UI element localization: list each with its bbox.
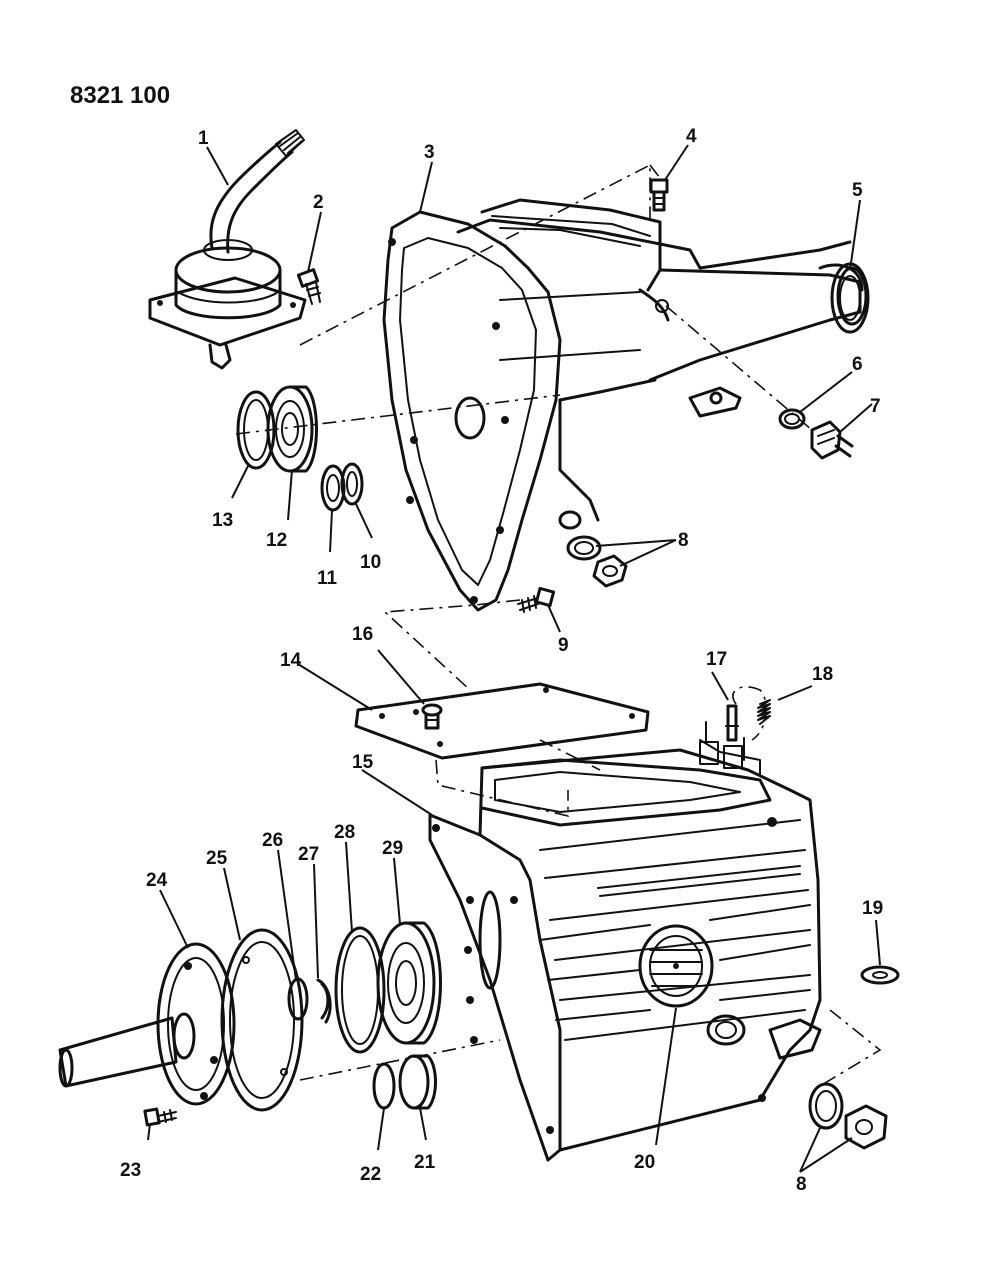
callout-29: 29	[382, 838, 403, 859]
washer-19	[860, 965, 900, 985]
callout-17: 17	[706, 649, 727, 670]
backup-lamp-switch	[810, 420, 854, 460]
dash-switch-axis	[665, 305, 813, 431]
callout-28: 28	[334, 822, 355, 843]
callout-24: 24	[146, 870, 168, 891]
callout-26: 26	[262, 830, 283, 851]
dash-bolt-to-case	[383, 599, 521, 691]
callout-23: 23	[120, 1160, 141, 1181]
callout-7: 7	[870, 396, 881, 417]
lower-drain-plug	[808, 1082, 888, 1150]
callout-19: 19	[862, 898, 883, 919]
leader-lines	[147, 144, 881, 1173]
snap-ring-27	[316, 978, 332, 1024]
callout-3: 3	[424, 142, 435, 163]
seal-11	[320, 464, 346, 512]
top-cover-plate	[354, 682, 650, 760]
callout-20: 20	[634, 1152, 655, 1173]
retainer-gasket	[220, 928, 304, 1112]
ring-22	[372, 1062, 396, 1110]
seal-21	[398, 1054, 437, 1110]
callout-12: 12	[266, 530, 287, 551]
transmission-case	[428, 721, 822, 1162]
callout-15: 15	[352, 752, 374, 773]
callout-6: 6	[852, 354, 863, 375]
shift-lever-assembly	[148, 129, 307, 370]
lever-bolt	[296, 268, 321, 305]
dash-front-axis	[299, 1039, 501, 1081]
callout-5: 5	[852, 180, 863, 201]
cover-bolt	[421, 703, 443, 730]
callout-21: 21	[414, 1152, 436, 1173]
dash-vent-to-housing	[649, 164, 661, 179]
callout-27: 27	[298, 844, 319, 865]
dash-spring-loop	[732, 686, 767, 741]
dash-cover-plate-edge	[539, 739, 601, 771]
dash-bearing-axis	[235, 394, 561, 435]
callout-13: 13	[212, 510, 233, 531]
callout-11: 11	[317, 568, 338, 589]
callout-2: 2	[313, 192, 324, 213]
drawing-number: 8321 100	[70, 82, 170, 109]
callout-10: 10	[360, 552, 381, 573]
callout-16: 16	[352, 624, 373, 645]
callout-18: 18	[812, 664, 833, 685]
callout-8-lower: 8	[796, 1174, 807, 1195]
dash-cover-to-case	[435, 759, 569, 818]
bearing-29	[376, 921, 442, 1045]
upper-drain-plug	[566, 535, 628, 588]
callout-8-upper: 8	[678, 530, 689, 551]
dash-lever-to-housing	[299, 163, 651, 346]
callout-labels: 1 2 3 4 5 6 7 8 9 10 11 12 13 14 16 17 1…	[120, 126, 883, 1195]
callout-9: 9	[558, 635, 569, 656]
callout-4: 4	[686, 126, 697, 147]
seal-26	[287, 977, 309, 1021]
detent-spring	[757, 699, 771, 725]
callout-14: 14	[280, 650, 302, 671]
extension-housing	[382, 198, 870, 612]
dash-plug-to-case	[819, 1009, 882, 1087]
detent-plunger	[725, 704, 739, 742]
front-bearing-retainer	[58, 942, 236, 1106]
callout-25: 25	[206, 848, 228, 869]
callout-1: 1	[198, 128, 209, 149]
housing-bolt	[517, 586, 556, 613]
extension-seal	[836, 266, 868, 326]
seal-10	[340, 462, 364, 506]
callout-22: 22	[360, 1164, 381, 1185]
retainer-bolt	[143, 1107, 177, 1127]
vent-plug	[649, 178, 669, 212]
